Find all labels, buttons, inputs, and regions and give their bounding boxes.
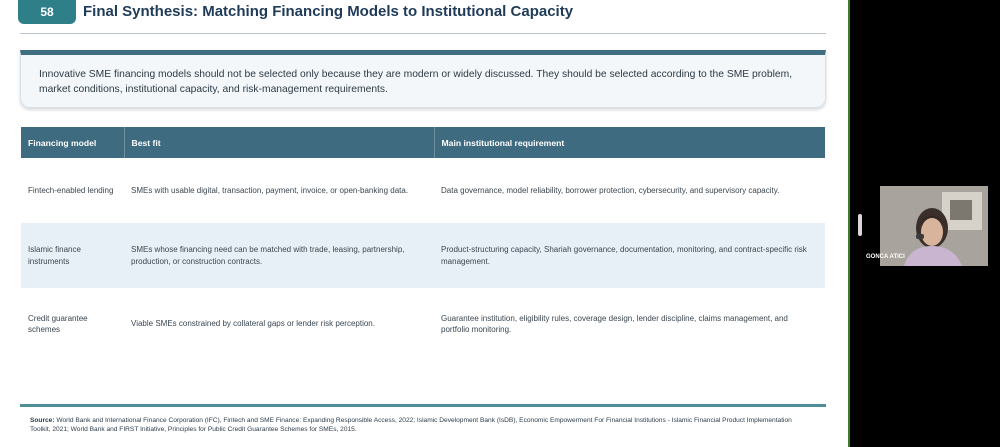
participant-video-feed	[880, 186, 988, 266]
source-citation: Source: World Bank and International Fin…	[30, 416, 810, 434]
intro-text-line-2: market conditions, institutional capacit…	[39, 84, 388, 95]
slide-number-badge: 58	[18, 0, 76, 24]
title-divider	[20, 33, 826, 34]
table-row: Credit guarantee schemes Viable SMEs con…	[21, 288, 825, 360]
slide-title: Final Synthesis: Matching Financing Mode…	[83, 3, 574, 20]
column-header-financing-model: Financing model	[21, 127, 125, 158]
cell-best-fit: SMEs whose financing need can be matched…	[124, 223, 434, 288]
column-header-requirement: Main institutional requirement	[434, 127, 825, 158]
cell-best-fit: Viable SMEs constrained by collateral ga…	[131, 319, 375, 329]
financing-models-table: Financing model Best fit Main institutio…	[21, 127, 825, 360]
participant-name-label: GONCA ATICI	[866, 254, 905, 260]
source-text: World Bank and International Finance Cor…	[30, 417, 792, 433]
cell-financing-model: Fintech-enabled lending	[28, 185, 114, 195]
cell-financing-model: Islamic finance instruments	[21, 223, 124, 288]
source-divider	[20, 404, 826, 407]
intro-text-line-1: Innovative SME financing models should n…	[39, 69, 793, 80]
cell-requirement: Data governance, model reliability, borr…	[441, 185, 780, 195]
participant-video-tile[interactable]	[880, 186, 988, 266]
cell-financing-model: Credit guarantee schemes	[28, 313, 88, 335]
presentation-slide: 58 Final Synthesis: Matching Financing M…	[0, 0, 848, 447]
table-row: Fintech-enabled lending SMEs with usable…	[21, 158, 825, 223]
table-header-row: Financing model Best fit Main institutio…	[21, 127, 825, 158]
intro-callout: Innovative SME financing models should n…	[20, 50, 826, 108]
active-share-border	[848, 0, 850, 447]
table-row: Islamic finance instruments SMEs whose f…	[21, 223, 825, 288]
cell-best-fit: SMEs with usable digital, transaction, p…	[131, 185, 409, 195]
cell-requirement: Product-structuring capacity, Shariah go…	[434, 223, 825, 288]
cell-requirement: Guarantee institution, eligibility rules…	[441, 313, 788, 335]
panel-resize-handle[interactable]	[858, 214, 862, 236]
source-label: Source:	[30, 417, 55, 424]
column-header-best-fit: Best fit	[124, 127, 435, 158]
